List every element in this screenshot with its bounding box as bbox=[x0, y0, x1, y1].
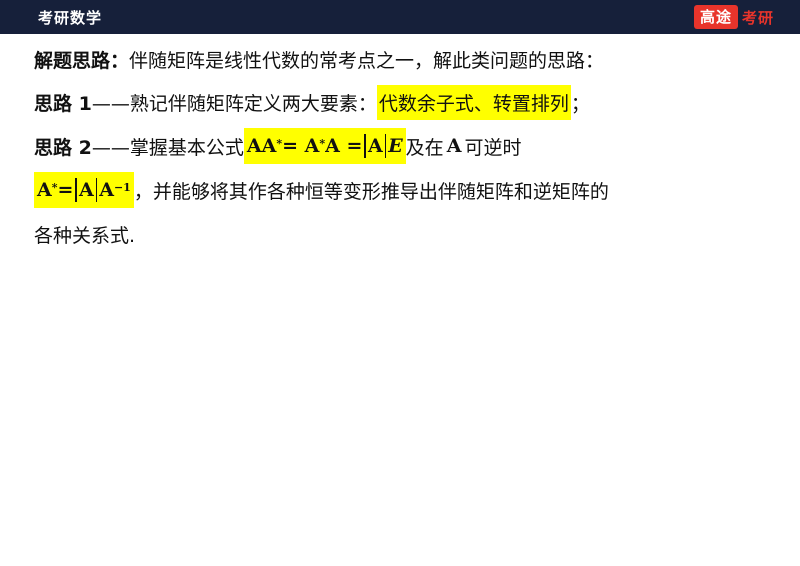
line-approach-1: 思路 1 ——熟记伴随矩阵定义两大要素： 代数余子式、转置排列 ； bbox=[34, 80, 774, 124]
intro-text: 伴随矩阵是线性代数的常考点之一，解此类问题的思路： bbox=[129, 49, 605, 72]
formula2-a2: A bbox=[99, 179, 114, 201]
approach-2-after: 及在 bbox=[405, 136, 444, 159]
abs-bar-left bbox=[364, 134, 366, 158]
top-bar: 考研数学 高途 考研 bbox=[0, 0, 800, 34]
header-title: 考研数学 bbox=[38, 9, 103, 27]
abs-bar-right bbox=[384, 134, 387, 158]
formula1-p2: A = bbox=[325, 135, 363, 157]
approach-1-end: ； bbox=[570, 92, 590, 115]
logo-text: 考研 bbox=[741, 8, 774, 27]
line-relations: 各种关系式. bbox=[34, 212, 774, 256]
formula2-eq: = bbox=[57, 179, 74, 201]
approach-2-text: ——掌握基本公式 bbox=[91, 136, 244, 159]
approach-1-label: 思路 1 bbox=[34, 92, 92, 115]
formula1-p1: AA bbox=[246, 135, 277, 157]
abs-bar-left-2 bbox=[75, 178, 77, 202]
approach-1-text: ——熟记伴随矩阵定义两大要素： bbox=[91, 92, 377, 115]
logo-box-text: 高途 bbox=[693, 5, 738, 29]
approach-1-highlight: 代数余子式、转置排列 bbox=[376, 84, 571, 120]
abs-bar-right-2 bbox=[95, 178, 98, 202]
line5-text: 各种关系式. bbox=[34, 224, 136, 247]
slide-content: 解题思路： 伴随矩阵是线性代数的常考点之一，解此类问题的思路： 思路 1 ——熟… bbox=[34, 38, 774, 256]
approach-2-label: 思路 2 bbox=[34, 136, 92, 159]
formula2-abs: A bbox=[78, 179, 94, 201]
line4-text: ，并能够将其作各种恒等变形推导出伴随矩阵和逆矩阵的 bbox=[133, 180, 609, 203]
brand-logo: 高途 考研 bbox=[693, 4, 774, 30]
formula2-a: A bbox=[37, 179, 52, 201]
formula1-eq1: = A bbox=[282, 135, 320, 157]
formula1-e: E bbox=[388, 135, 403, 157]
approach-2-matrix-a: A bbox=[446, 135, 462, 157]
line-intro: 解题思路： 伴随矩阵是线性代数的常考点之一，解此类问题的思路： bbox=[34, 38, 774, 80]
intro-label: 解题思路： bbox=[34, 49, 130, 72]
approach-2-end: 可逆时 bbox=[464, 136, 522, 159]
formula1-abs: A bbox=[367, 135, 383, 157]
